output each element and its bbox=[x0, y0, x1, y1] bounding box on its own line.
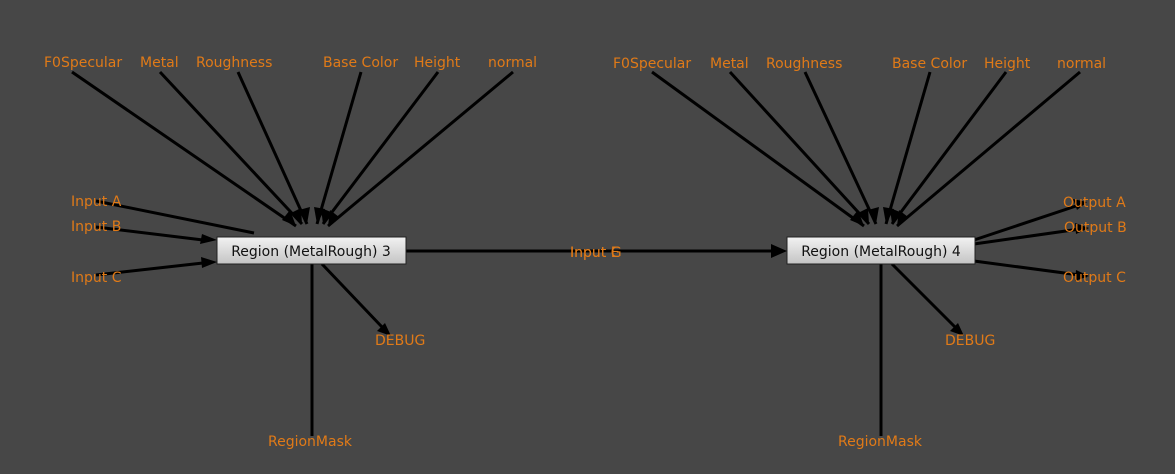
port-label-height: Height bbox=[414, 55, 461, 71]
node3-wires bbox=[71, 70, 514, 436]
link-label-input-g: Input G bbox=[570, 245, 622, 261]
arrowhead bbox=[1075, 223, 1089, 234]
arrowhead bbox=[328, 210, 339, 226]
arrowhead bbox=[771, 244, 787, 258]
wire-n4-debug[interactable] bbox=[890, 262, 957, 329]
arrowhead bbox=[950, 323, 964, 336]
port-label-base-color: Base Color bbox=[892, 56, 967, 72]
port-label-input-b: Input B bbox=[71, 219, 121, 235]
node4-wires bbox=[651, 70, 1088, 436]
port-label-roughness: Roughness bbox=[196, 55, 272, 71]
wire-n3-normal[interactable] bbox=[327, 70, 514, 228]
port-label-input-a: Input A bbox=[71, 194, 122, 210]
arrowhead bbox=[321, 208, 331, 224]
port-label-f0specular: F0Specular bbox=[44, 55, 122, 71]
arrowhead bbox=[890, 208, 900, 224]
node-title: Region (MetalRough) 3 bbox=[231, 244, 391, 260]
port-label-output-c: Output C bbox=[1063, 270, 1126, 286]
arrowhead bbox=[201, 257, 217, 268]
port-label-output-a: Output A bbox=[1063, 195, 1126, 211]
port-label-debug: DEBUG bbox=[945, 333, 995, 349]
port-label-normal: normal bbox=[1057, 56, 1106, 72]
arrowhead bbox=[377, 323, 391, 336]
node-region-metalrough-4[interactable]: Region (MetalRough) 4 bbox=[786, 236, 976, 265]
arrowhead bbox=[897, 210, 908, 226]
wire-n4-metal[interactable] bbox=[728, 70, 871, 226]
arrowhead bbox=[868, 207, 879, 224]
port-label-output-b: Output B bbox=[1064, 220, 1127, 236]
arrowhead bbox=[858, 208, 869, 224]
arrowhead bbox=[1073, 199, 1087, 210]
node-region-metalrough-3[interactable]: Region (MetalRough) 3 bbox=[216, 236, 407, 265]
arrowhead bbox=[299, 207, 310, 224]
port-label-height: Height bbox=[984, 56, 1031, 72]
arrowhead bbox=[200, 234, 217, 244]
wire-n3-input-c[interactable] bbox=[95, 261, 204, 277]
node-title: Region (MetalRough) 4 bbox=[801, 244, 961, 260]
wire-n3-roughness[interactable] bbox=[236, 71, 309, 225]
port-label-roughness: Roughness bbox=[766, 56, 842, 72]
port-label-metal: Metal bbox=[710, 56, 749, 72]
wire-n4-normal[interactable] bbox=[896, 70, 1081, 228]
port-label-regionmask: RegionMask bbox=[268, 434, 353, 450]
wire-n3-f0specular[interactable] bbox=[71, 70, 297, 228]
arrowhead bbox=[282, 210, 296, 226]
wire-n4-basecolor[interactable] bbox=[884, 71, 932, 225]
arrowhead bbox=[291, 208, 302, 224]
arrowheads bbox=[200, 199, 1089, 336]
wire-n3-basecolor[interactable] bbox=[315, 71, 363, 225]
wire-n4-output-a[interactable] bbox=[973, 201, 1086, 242]
wire-n3-height[interactable] bbox=[321, 71, 440, 225]
wire-n4-roughness[interactable] bbox=[803, 71, 878, 225]
link-label-input-e: Input E bbox=[570, 245, 620, 261]
arrowhead bbox=[850, 210, 864, 226]
wire-n3-debug[interactable] bbox=[320, 262, 384, 329]
wire-n3-input-b[interactable] bbox=[95, 225, 204, 242]
port-label-metal: Metal bbox=[140, 55, 179, 71]
wire-n4-output-b[interactable] bbox=[973, 226, 1088, 246]
arrowhead bbox=[1075, 270, 1089, 281]
wire-n4-output-c[interactable] bbox=[973, 259, 1088, 278]
wire-n4-height[interactable] bbox=[890, 71, 1008, 225]
wire-n3-input-a[interactable] bbox=[95, 199, 255, 235]
port-label-input-c: Input C bbox=[71, 270, 122, 286]
port-label-debug: DEBUG bbox=[375, 333, 425, 349]
port-label-normal: normal bbox=[488, 55, 537, 71]
port-label-regionmask: RegionMask bbox=[838, 434, 923, 450]
wire-n4-f0specular[interactable] bbox=[651, 70, 865, 228]
port-label-f0specular: F0Specular bbox=[613, 56, 691, 72]
wire-n3-metal[interactable] bbox=[158, 70, 304, 226]
port-label-base-color: Base Color bbox=[323, 55, 398, 71]
